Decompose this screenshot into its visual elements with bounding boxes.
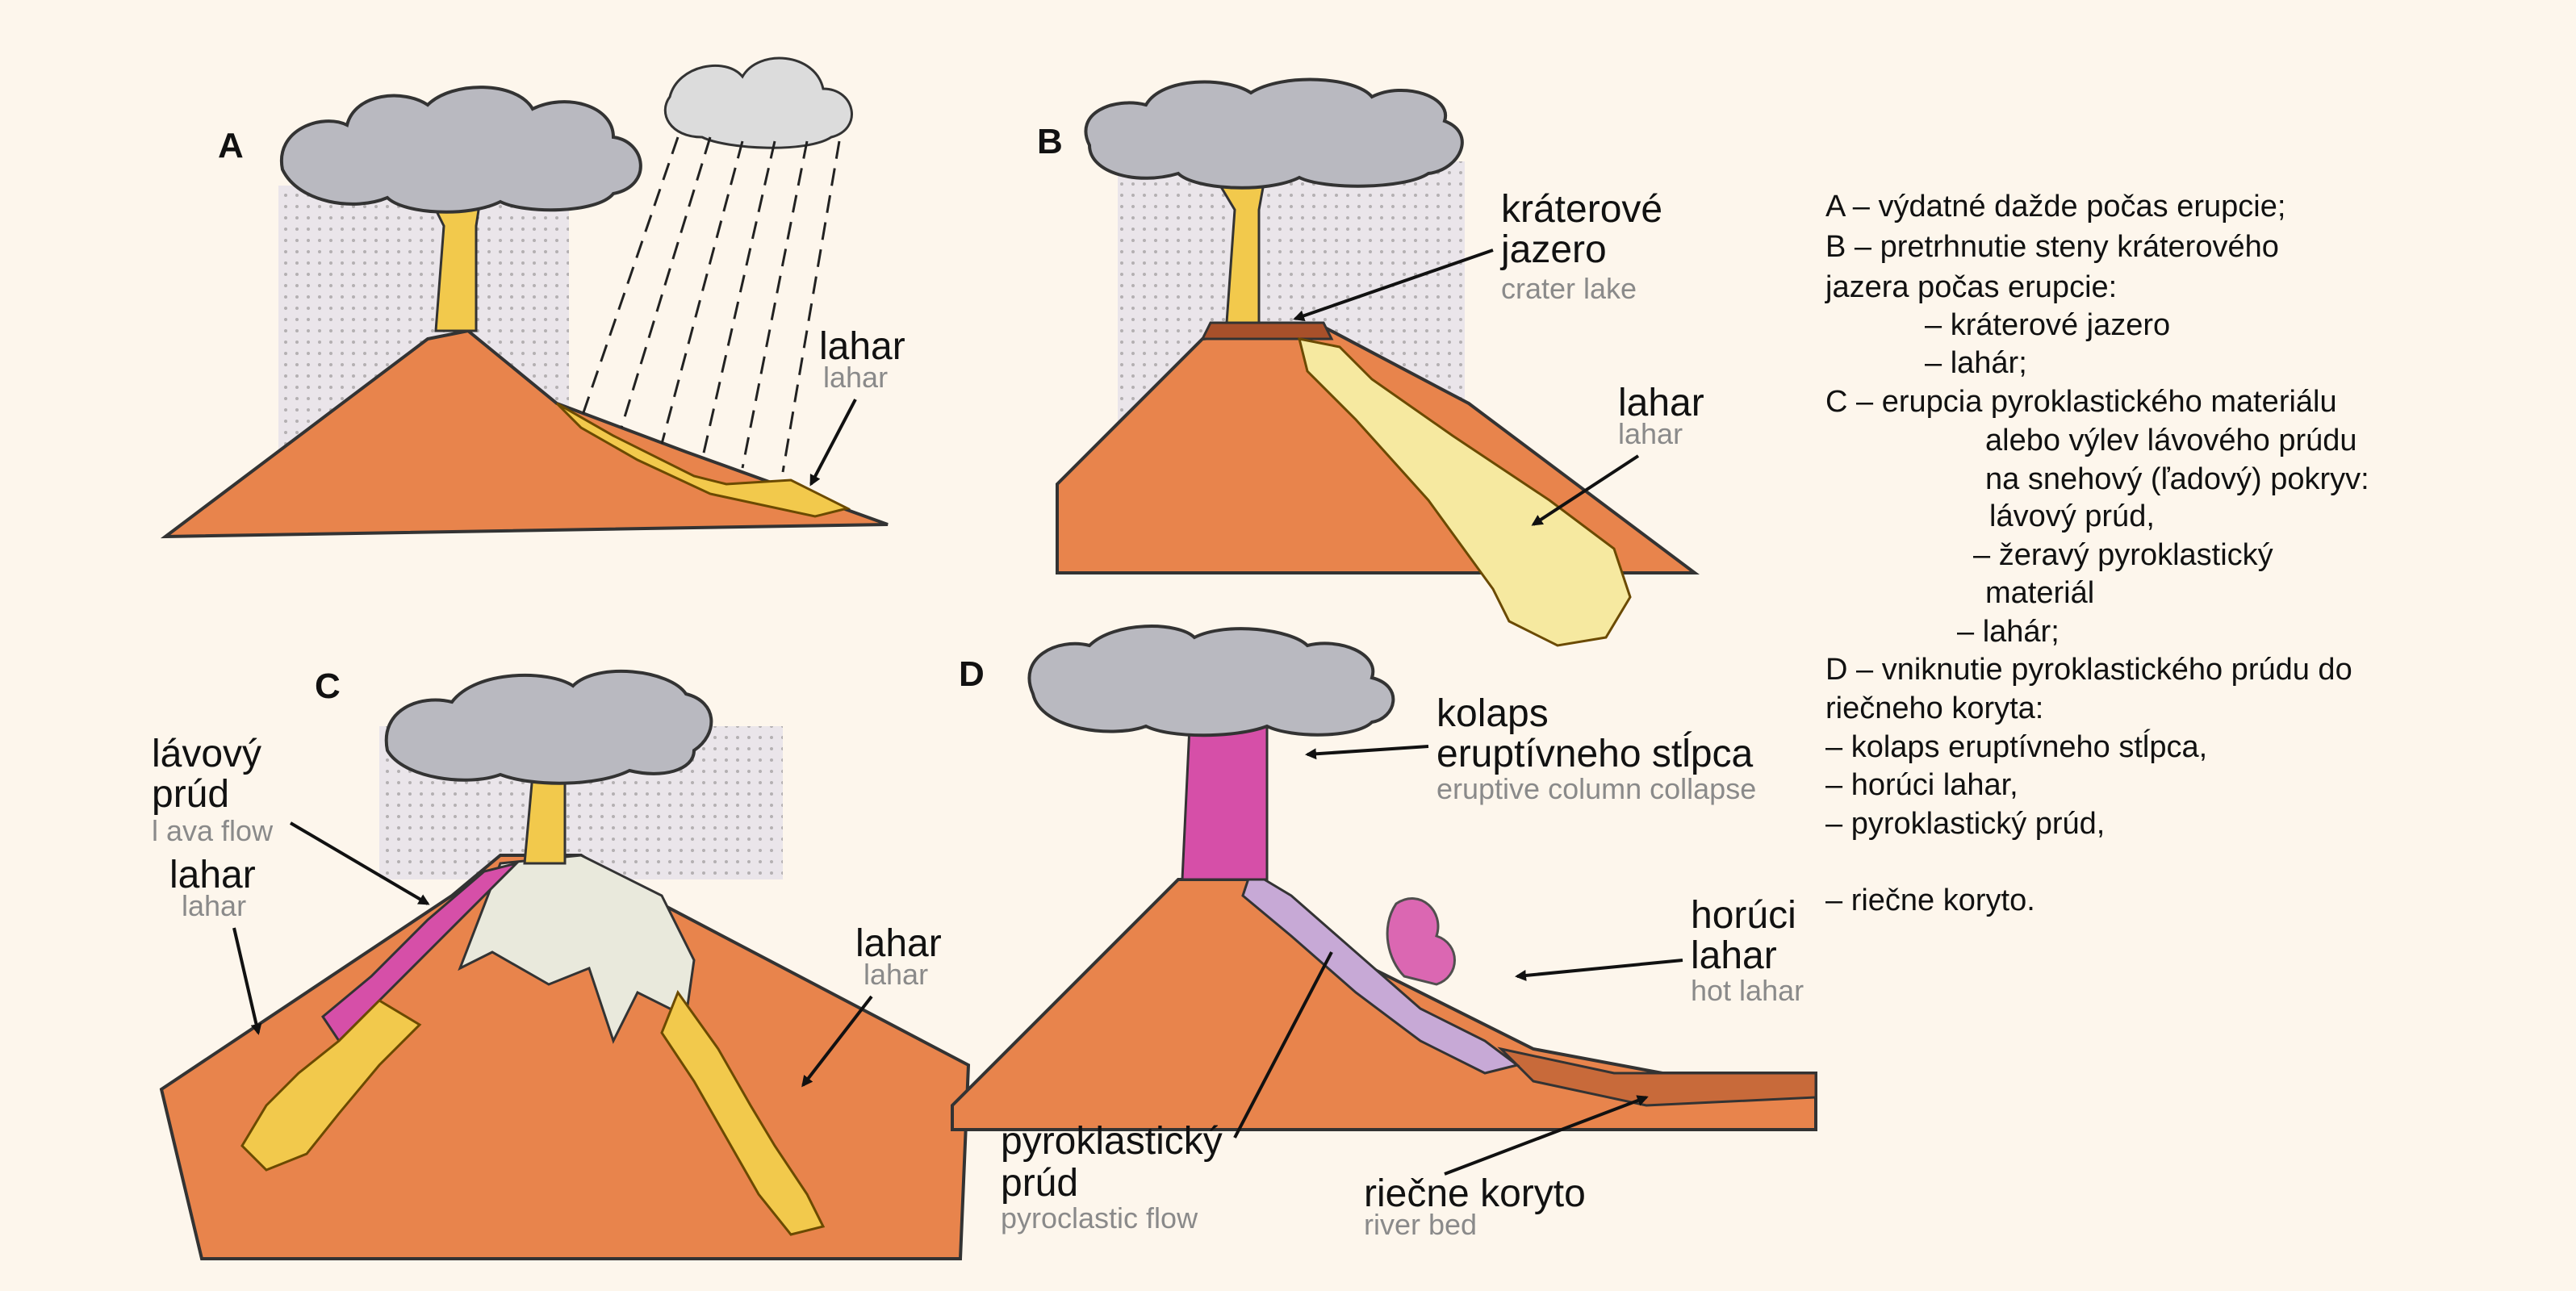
- ash-cloud-d: [1029, 626, 1393, 735]
- crater-lake-b: [1202, 323, 1332, 339]
- legend-line: – riečne koryto.: [1825, 884, 2035, 917]
- hot-lahar-d: [1387, 899, 1454, 984]
- panel-b: B kráterové jazero crater lake lahar lah…: [1037, 80, 1704, 646]
- panel-c-lahar-left-en: lahar: [182, 889, 246, 922]
- legend-line: – kolaps eruptívneho stĺpca,: [1825, 728, 2207, 764]
- panel-d-pyro-label-1: pyroklastický: [1001, 1120, 1223, 1163]
- panel-b-letter: B: [1037, 122, 1063, 161]
- legend-line: – lahár;: [1957, 615, 2060, 649]
- panel-b-crater-label-2: jazero: [1499, 228, 1607, 271]
- panel-b-lahar-en: lahar: [1618, 417, 1683, 450]
- legend: A – výdatné dažde počas erupcie; B – pre…: [1825, 190, 2369, 917]
- panel-d-pyro-label-2: prúd: [1001, 1162, 1078, 1205]
- legend-line: alebo výlev lávového prúdu: [1985, 424, 2357, 457]
- panel-c: C lávový prúd l ava flow lahar lahar lah…: [152, 666, 968, 1259]
- panel-b-crater-label-1: kráterové: [1501, 188, 1662, 231]
- legend-line: – lahár;: [1925, 346, 2027, 380]
- legend-line: – horúci lahar,: [1825, 768, 2018, 802]
- legend-line: – žeravý pyroklastický: [1973, 538, 2273, 572]
- panel-c-letter: C: [315, 666, 341, 706]
- panel-d-hot-label-2: lahar: [1691, 934, 1777, 977]
- legend-line: A – výdatné dažde počas erupcie;: [1825, 190, 2285, 224]
- legend-line: riečneho koryta:: [1825, 691, 2043, 725]
- panel-c-lava-label-2: prúd: [152, 773, 229, 816]
- ash-cloud-b: [1085, 80, 1462, 188]
- panel-b-crater-en: crater lake: [1501, 272, 1637, 305]
- panel-d-river-en: river bed: [1364, 1208, 1477, 1241]
- panel-d-collapse-label-2: eruptívneho stĺpca: [1436, 731, 1754, 775]
- panel-c-lahar-left-arrow: [234, 928, 258, 1033]
- panel-d-hot-arrow: [1517, 960, 1683, 976]
- panel-d: D kolaps eruptívneho stĺpca eruptive col…: [952, 626, 1816, 1241]
- legend-line: na snehový (ľadový) pokryv:: [1985, 462, 2369, 496]
- panel-c-lava-label-1: lávový: [152, 733, 261, 775]
- legend-line: – kráterové jazero: [1925, 308, 2170, 342]
- ash-cloud-c: [387, 671, 712, 783]
- legend-line: B – pretrhnutie steny kráterového: [1825, 230, 2279, 264]
- storm-cloud-a: [665, 58, 851, 148]
- ash-cloud-a: [282, 87, 641, 212]
- panel-d-collapse-en: eruptive column collapse: [1436, 772, 1756, 805]
- panel-d-letter: D: [959, 654, 985, 694]
- panel-a-lahar-en: lahar: [823, 361, 888, 394]
- legend-line: – pyroklastický prúd,: [1825, 807, 2105, 841]
- panel-d-hot-en: hot lahar: [1691, 974, 1804, 1007]
- panel-a-letter: A: [218, 126, 244, 165]
- panel-c-lahar-right-en: lahar: [864, 958, 928, 991]
- legend-line: C – erupcia pyroklastického materiálu: [1825, 385, 2337, 419]
- panel-a-lahar-arrow: [811, 399, 855, 484]
- panel-d-pyro-en: pyroclastic flow: [1001, 1201, 1198, 1235]
- legend-line: D – vniknutie pyroklastického prúdu do: [1825, 653, 2352, 687]
- legend-line: materiál: [1985, 576, 2094, 610]
- legend-line: lávový prúd,: [1989, 499, 2155, 533]
- panel-a: A lahar lahar: [165, 58, 905, 537]
- legend-line: jazera počas erupcie:: [1825, 270, 2117, 304]
- panel-d-hot-label-1: horúci: [1691, 894, 1796, 937]
- panel-c-lava-en: l ava flow: [152, 814, 274, 847]
- panel-d-collapse-label-1: kolaps: [1436, 692, 1549, 735]
- panel-d-collapse-arrow: [1307, 746, 1428, 754]
